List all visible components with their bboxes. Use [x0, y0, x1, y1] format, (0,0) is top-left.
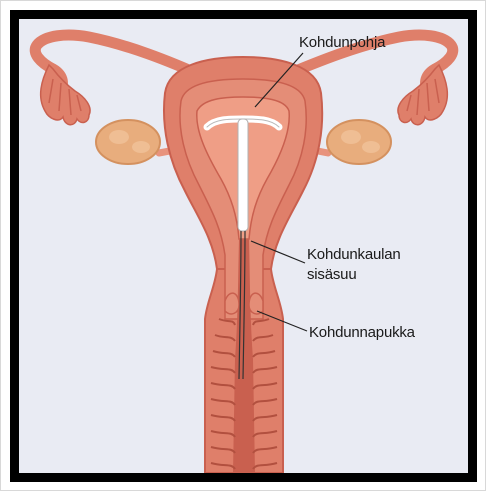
internal-os-label-line2: sisäsuu — [307, 265, 356, 284]
internal-os-label-line1: Kohdunkaulan — [307, 245, 401, 264]
uterus-illustration — [19, 19, 468, 473]
diagram-panel: Kohdunpohja Kohdunkaulan sisäsuu Kohdunn… — [10, 10, 477, 482]
cervix-label: Kohdunnapukka — [309, 323, 415, 342]
fundus-label: Kohdunpohja — [299, 33, 385, 52]
left-ovary-icon — [96, 120, 160, 164]
right-ovary-icon — [327, 120, 391, 164]
